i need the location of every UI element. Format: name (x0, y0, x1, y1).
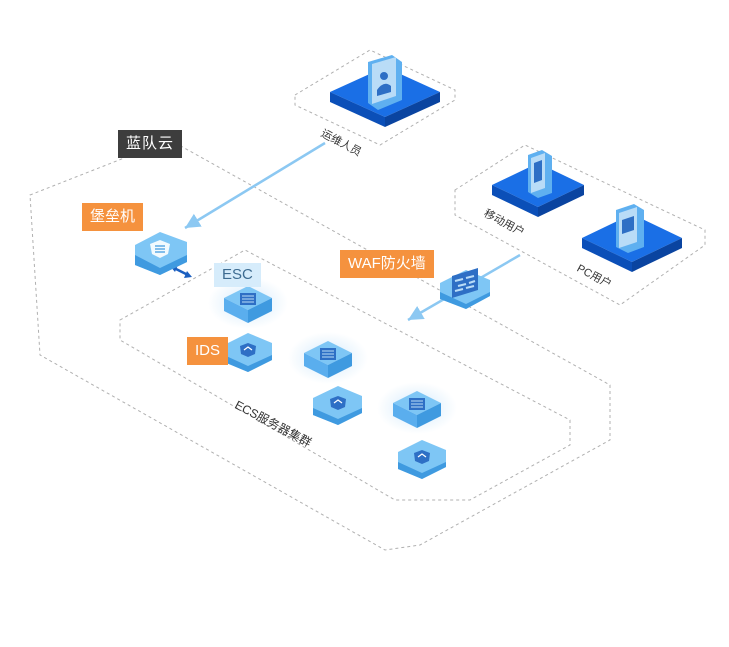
ids-shield-icon (240, 343, 256, 357)
firewall-icon (452, 268, 478, 298)
ops-region-outline (294, 49, 456, 146)
users-region-outline (454, 144, 706, 306)
server-stack-icon (409, 398, 425, 410)
ids-label: IDS (187, 337, 229, 365)
ids-node-3[interactable] (398, 440, 446, 479)
waf-firewall-node[interactable] (440, 268, 490, 309)
pc-monitor-icon (616, 204, 644, 253)
bastion-label: 堡垒机 (82, 203, 144, 231)
cloud-region-outline (29, 139, 611, 551)
person-card-icon (368, 55, 402, 110)
cloud-label: 蓝队云 (118, 130, 183, 158)
ops-platform (330, 55, 440, 127)
esc-server-2[interactable] (288, 332, 368, 384)
server-stack-icon (240, 293, 256, 305)
mobile-phone-icon (528, 150, 552, 198)
mobile-platform (492, 150, 584, 217)
ids-shield-icon (330, 396, 346, 410)
ids-node-1[interactable] (224, 333, 272, 372)
waf-label: WAF防火墙 (340, 250, 434, 278)
esc-label: ESC (214, 263, 261, 287)
server-stack-icon (320, 348, 336, 360)
bastion-node[interactable] (135, 232, 187, 275)
esc-server-1[interactable] (208, 277, 288, 329)
ops-to-bastion-arrow (184, 141, 326, 230)
ids-node-2[interactable] (313, 386, 362, 425)
bastion-shield-icon (150, 240, 170, 258)
ids-shield-icon (414, 450, 430, 464)
pc-platform (582, 204, 682, 272)
cluster-region-outline (119, 249, 571, 501)
esc-server-3[interactable] (377, 382, 457, 434)
